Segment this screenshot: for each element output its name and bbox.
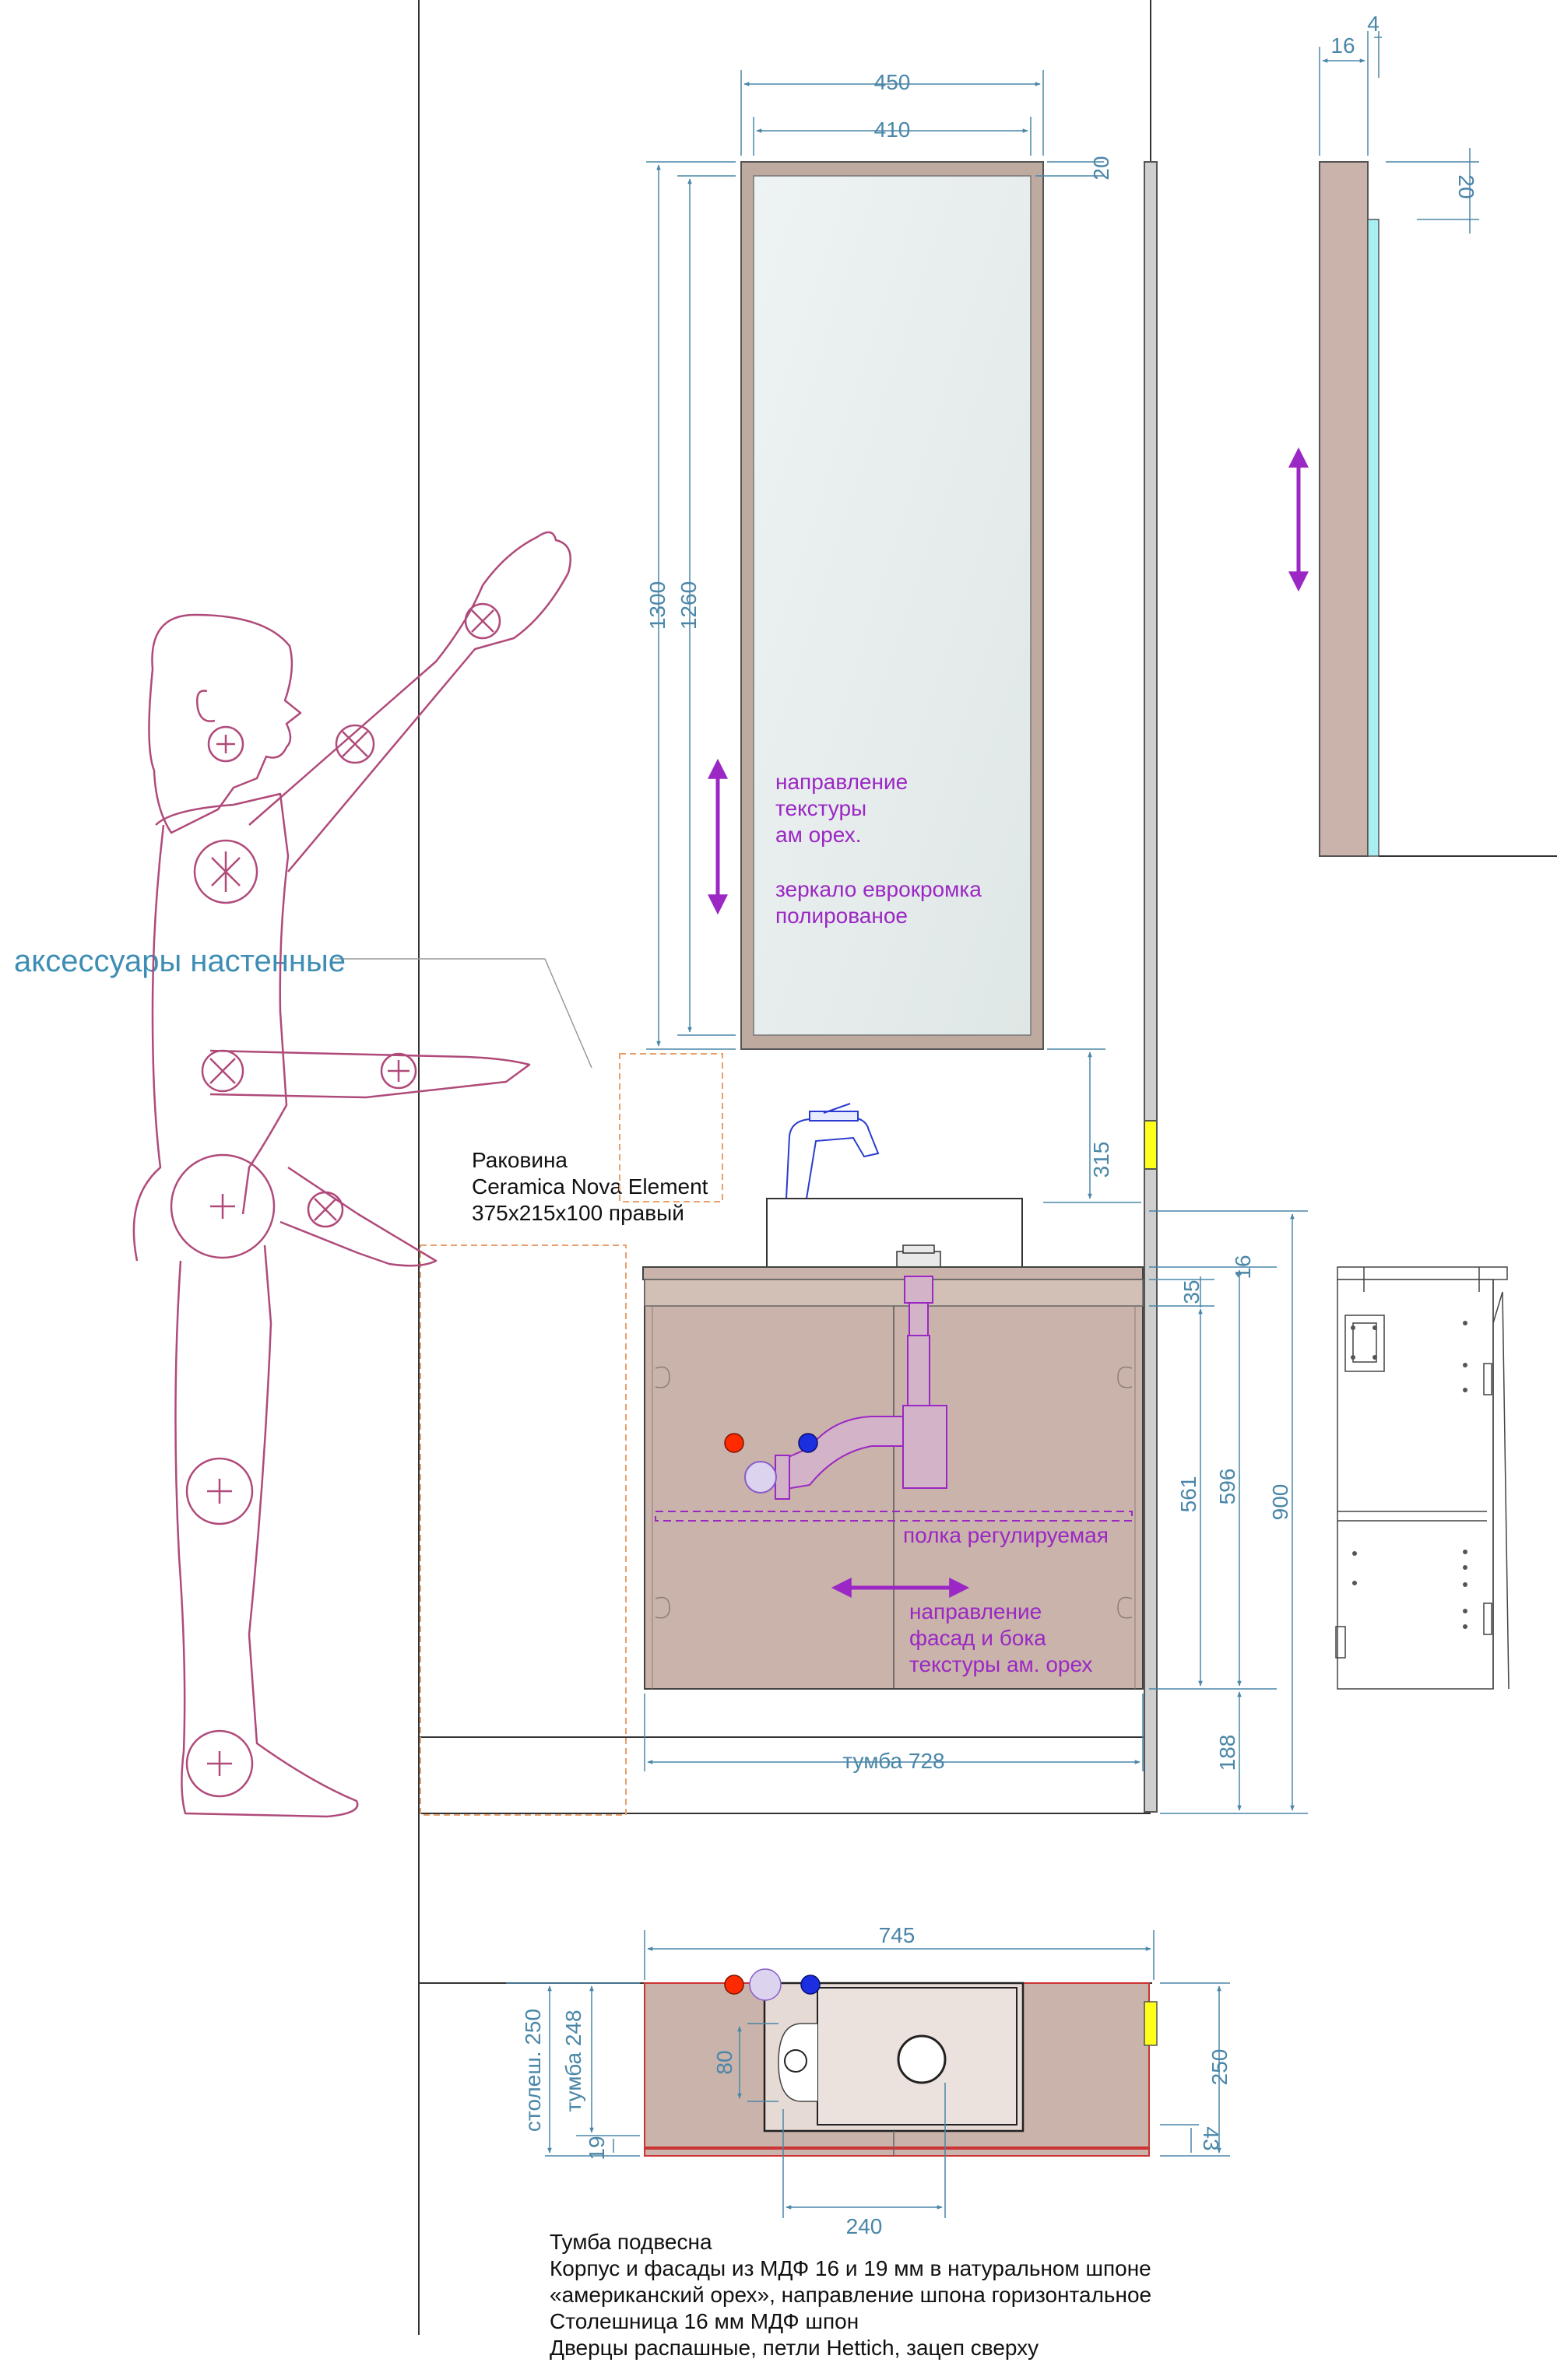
note-line-1: Тумба подвесна — [550, 2230, 712, 2254]
plan-cold-water-icon — [800, 1975, 821, 1995]
hot-water-icon — [724, 1433, 744, 1453]
cabinet-dimensions: 16 35 561 596 900 188 тумба 728 — [644, 1210, 1308, 1814]
mirror-note-1: направление — [775, 770, 908, 794]
mirror-note-4: зеркало еврокромка — [775, 877, 982, 901]
dim-plan-80: 80 — [712, 2050, 736, 2074]
sink-label-3: 375x215x100 правый — [472, 1201, 684, 1225]
plan-dimensions: 745 250 43 столеш. 250 тумба 248 19 80 2… — [506, 1923, 1232, 2238]
mirror-note-2: текстуры — [775, 796, 866, 820]
countertop — [642, 1266, 1144, 1280]
dim-top-thickness: 16 — [1231, 1255, 1255, 1279]
sink-label-2: Ceramica Nova Element — [472, 1174, 708, 1199]
facade-note-1: направление — [909, 1599, 1042, 1624]
facade-note-2: фасад и бока — [909, 1626, 1046, 1650]
human-figure — [132, 531, 571, 1818]
dim-mirror-frame: 20 — [1089, 156, 1113, 180]
siphon — [744, 1276, 947, 1500]
construction-notes: Тумба подвесна Корпус и фасады из МДФ 16… — [550, 2230, 1151, 2360]
dim-plan-width: 745 — [879, 1923, 916, 1947]
dim-plan-depth-right: 250 — [1207, 2049, 1232, 2086]
mirror — [740, 161, 1044, 1050]
accessory-zones — [420, 1053, 723, 1816]
dim-mirror-inner-width: 410 — [874, 118, 911, 142]
plan-view — [644, 1968, 1158, 2157]
cabinet — [644, 1279, 1144, 1690]
mirror-note-3: ам орех. — [775, 823, 861, 847]
plan-hot-water-icon — [724, 1975, 744, 1995]
drain-plug — [896, 1244, 941, 1268]
dim-plan-19: 19 — [585, 2136, 609, 2160]
dim-plan-top-depth: столеш. 250 — [521, 2009, 545, 2132]
mirror-texture-note: направление текстуры ам орех. зеркало ев… — [708, 758, 982, 928]
dim-side-thickness: 16 — [1330, 33, 1355, 58]
wall-panel — [1144, 161, 1158, 1813]
dim-cabinet-height: 596 — [1215, 1469, 1239, 1505]
dim-cabinet-width: тумба 728 — [842, 1749, 944, 1773]
facade-note-3: текстуры ам. орех — [909, 1652, 1092, 1676]
dim-door-height: 561 — [1176, 1476, 1200, 1513]
dim-floor-gap: 188 — [1215, 1735, 1239, 1771]
dim-mirror-outer-width: 450 — [874, 70, 911, 94]
note-line-5: Дверцы распашные, петли Hettich, зацеп с… — [550, 2336, 1039, 2360]
dim-top-offset: 35 — [1179, 1280, 1204, 1304]
mirror-dimensions: 450 410 20 1300 1260 315 — [645, 70, 1141, 1203]
washbasin — [766, 1198, 1023, 1268]
sink-label-1: Раковина — [472, 1148, 568, 1172]
dim-total-height: 900 — [1268, 1484, 1292, 1521]
note-line-4: Столешница 16 мм МДФ шпон — [550, 2309, 859, 2333]
dim-plan-cab-depth: тумба 248 — [561, 2010, 585, 2111]
dim-mirror-to-top: 315 — [1089, 1142, 1113, 1178]
shelf-note: полка регулируемая — [903, 1523, 1109, 1547]
mirror-side-dimensions: 16 4 20 — [1319, 12, 1479, 233]
mirror-side-view — [1288, 161, 1557, 857]
cold-water-icon — [798, 1433, 818, 1453]
cabinet-side-view — [1335, 1266, 1510, 1690]
dim-mirror-outer-height: 1300 — [645, 581, 670, 630]
dim-plan-240: 240 — [846, 2214, 883, 2238]
dim-plan-offset: 43 — [1199, 2126, 1223, 2150]
dim-side-frame: 20 — [1454, 174, 1478, 198]
accessories-label: аксессуары настенные — [14, 944, 346, 978]
mirror-note-5: полированое — [775, 904, 908, 928]
faucet — [785, 1103, 880, 1199]
dim-mirror-inner-height: 1260 — [677, 581, 701, 630]
note-line-3: «американский орех», направление шпона г… — [550, 2283, 1151, 2307]
note-line-2: Корпус и фасады из МДФ 16 и 19 мм в нату… — [550, 2256, 1151, 2280]
dim-side-gap: 4 — [1367, 12, 1380, 36]
plan-siphon-icon — [749, 1968, 782, 2001]
